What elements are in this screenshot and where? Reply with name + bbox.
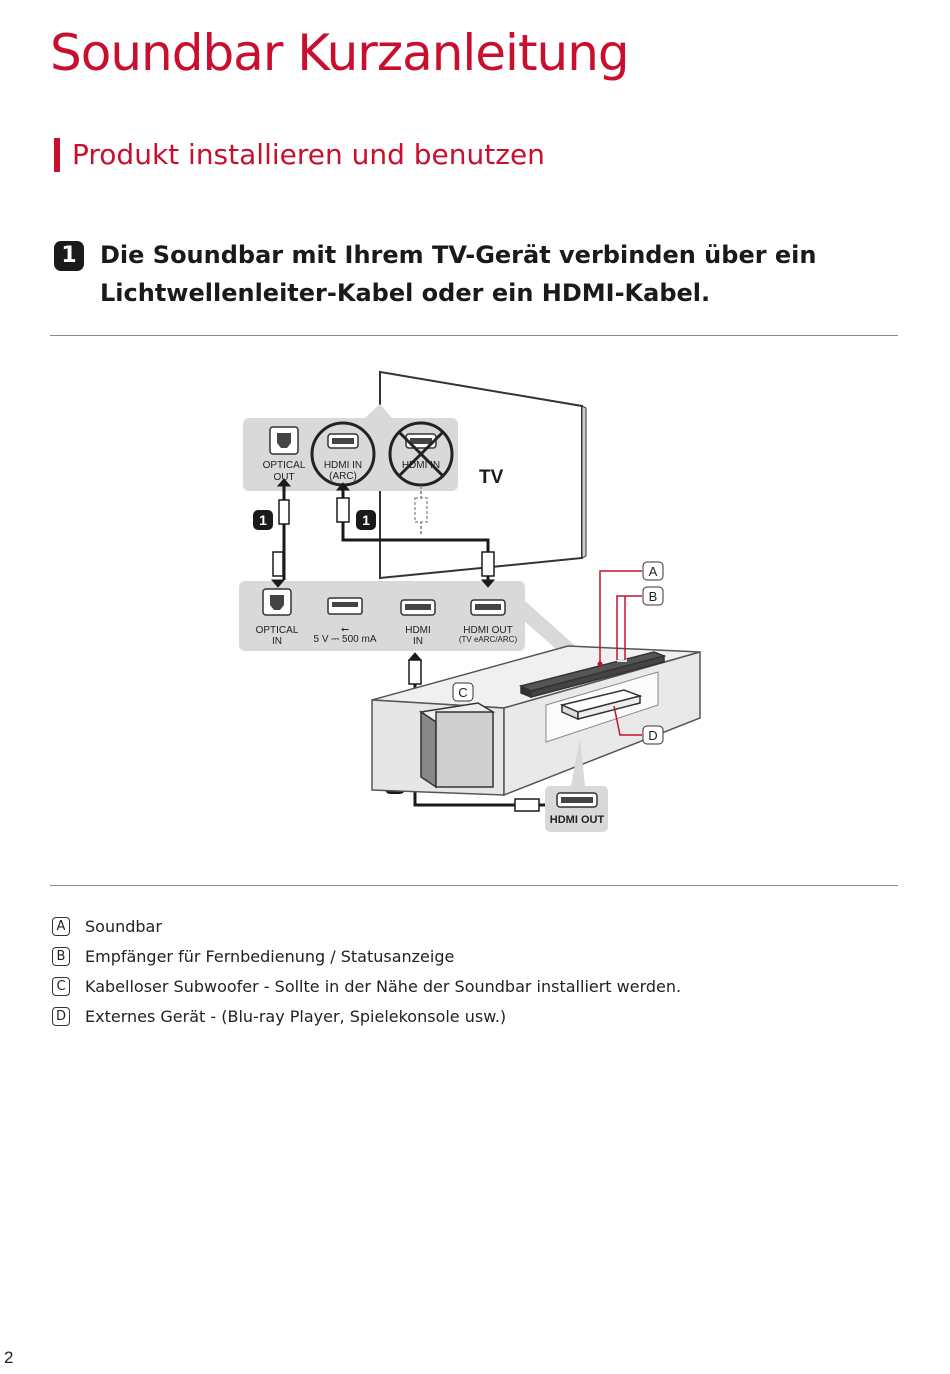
connection-badge-optical: 1 bbox=[253, 510, 273, 530]
connection-badge-hdmi-arc: 1 bbox=[356, 510, 376, 530]
legend-letter-c: C bbox=[52, 976, 70, 996]
hdmi-in-arc-label-2: (ARC) bbox=[329, 471, 357, 482]
svg-text:C: C bbox=[458, 685, 467, 700]
soundbar-hdmi-in-label-1: HDMI bbox=[405, 625, 431, 636]
usb-power-label: 5 V ⎓ 500 mA bbox=[313, 634, 376, 645]
hdmi-arc-cable bbox=[335, 482, 496, 588]
hdmi-unused-cable-dashed bbox=[414, 486, 428, 535]
soundbar-hdmi-in-label-2: IN bbox=[413, 636, 423, 647]
svg-text:1: 1 bbox=[362, 512, 370, 528]
device-hdmi-out-label: HDMI OUT bbox=[550, 814, 605, 826]
soundbar-hdmi-in-port-icon bbox=[400, 599, 436, 616]
legend-item-c: C Kabelloser Subwoofer - Sollte in der N… bbox=[52, 971, 681, 1001]
svg-text:D: D bbox=[648, 728, 657, 743]
page-number: 2 bbox=[4, 1348, 14, 1367]
legend-letter-d: D bbox=[52, 1006, 70, 1026]
hdmi-in-not-used-icon bbox=[388, 421, 454, 487]
optical-out-port-icon bbox=[269, 426, 299, 455]
svg-text:1: 1 bbox=[259, 512, 267, 528]
legend-text-d: Externes Gerät - (Blu-ray Player, Spiele… bbox=[85, 1006, 507, 1026]
divider-top bbox=[50, 335, 898, 336]
svg-text:A: A bbox=[649, 564, 658, 579]
legend-item-b: B Empfänger für Fernbedienung / Statusan… bbox=[52, 941, 681, 971]
legend-letter-a: A bbox=[52, 916, 70, 936]
soundbar-icon bbox=[518, 651, 667, 699]
soundbar-hdmi-out-label-2: (TV eARC/ARC) bbox=[459, 635, 518, 644]
device-port-panel bbox=[545, 738, 608, 832]
divider-bottom bbox=[50, 885, 898, 886]
page-title: Soundbar Kurzanleitung bbox=[50, 24, 630, 82]
legend-letter-b: B bbox=[52, 946, 70, 966]
callout-c: C bbox=[452, 682, 474, 702]
soundbar-hdmi-out-label-1: HDMI OUT bbox=[463, 625, 512, 636]
callout-d: D bbox=[642, 725, 664, 745]
optical-out-label-2: OUT bbox=[273, 472, 294, 483]
legend-item-a: A Soundbar bbox=[52, 911, 681, 941]
step-number-badge: 1 bbox=[54, 241, 84, 271]
hdmi-in-label: HDMI IN bbox=[402, 460, 440, 471]
step-instruction: Die Soundbar mit Ihrem TV-Gerät verbinde… bbox=[100, 241, 817, 307]
tv-label: TV bbox=[479, 467, 504, 488]
optical-out-label-1: OPTICAL bbox=[263, 460, 306, 471]
soundbar-hdmi-out-port-icon bbox=[470, 599, 506, 616]
svg-text:B: B bbox=[649, 589, 658, 604]
optical-cable bbox=[270, 478, 292, 588]
usb-port-icon bbox=[327, 597, 363, 615]
legend-list: A Soundbar B Empfänger für Fernbedienung… bbox=[52, 911, 681, 1031]
callout-leader-lines bbox=[599, 570, 642, 736]
legend-text-b: Empfänger für Fernbedienung / Statusanze… bbox=[85, 946, 455, 966]
callout-b: B bbox=[642, 586, 664, 606]
optical-in-port-icon bbox=[262, 588, 292, 616]
section-title: Produkt installieren und benutzen bbox=[54, 138, 545, 172]
legend-text-c: Kabelloser Subwoofer - Sollte in der Näh… bbox=[85, 976, 682, 996]
callout-a: A bbox=[642, 561, 664, 581]
optical-in-label-2: IN bbox=[272, 636, 282, 647]
usb-symbol-icon: ⭠ bbox=[341, 624, 349, 635]
optical-in-label-1: OPTICAL bbox=[256, 625, 299, 636]
hdmi-in-arc-label-1: HDMI IN bbox=[324, 460, 362, 471]
connection-diagram: TV OPTICAL OUT HDMI IN (ARC) HDMI IN OPT… bbox=[239, 370, 701, 832]
legend-item-d: D Externes Gerät - (Blu-ray Player, Spie… bbox=[52, 1001, 681, 1031]
external-device-icon bbox=[559, 689, 643, 721]
legend-text-a: Soundbar bbox=[85, 916, 162, 936]
subwoofer-icon bbox=[418, 702, 496, 789]
